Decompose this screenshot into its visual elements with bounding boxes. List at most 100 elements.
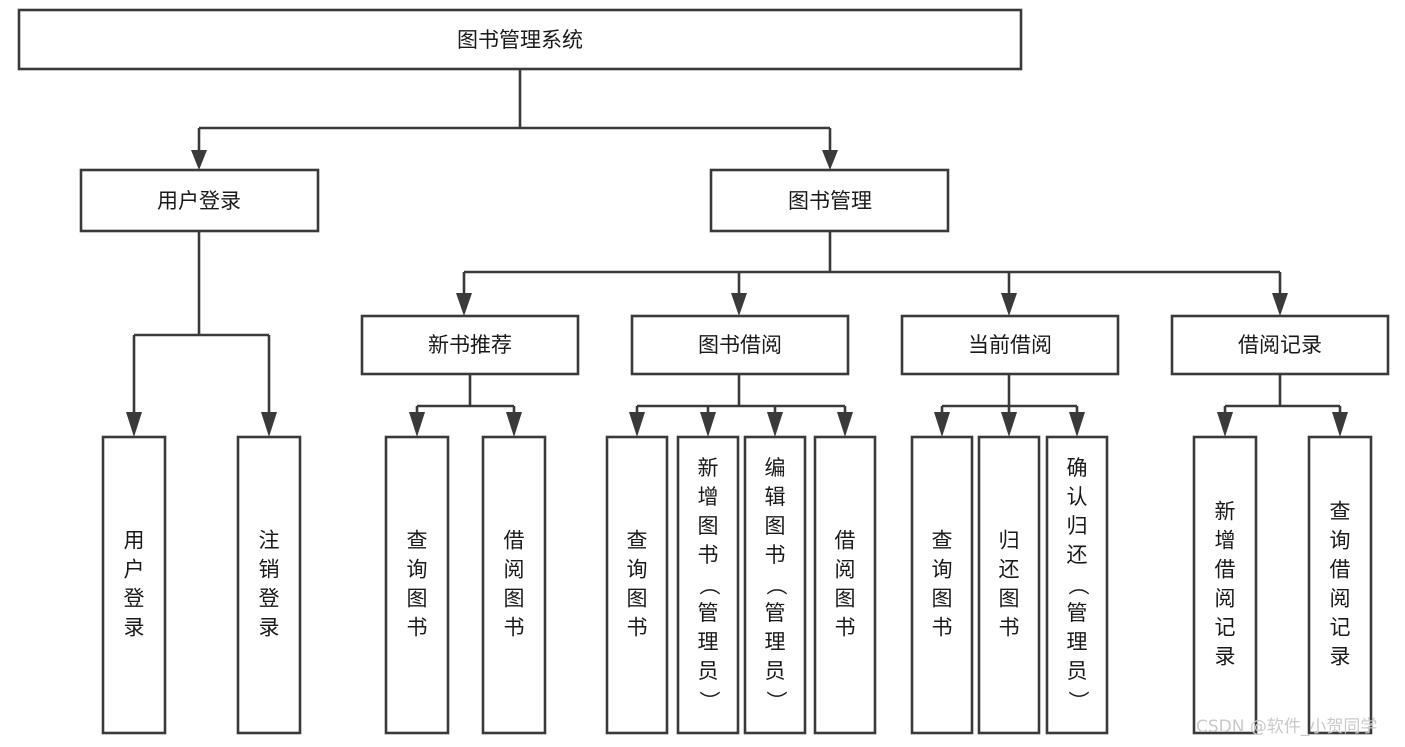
node-leaf-add-record-box[interactable] (1192, 435, 1258, 735)
vertical-glyph: 查 (1330, 500, 1351, 524)
vertical-glyph: 编 (765, 456, 786, 480)
vertical-glyph: 阅 (1330, 587, 1351, 611)
node-borrow-record[interactable]: 借阅记录 (1170, 314, 1390, 376)
vertical-glyph: 阅 (835, 558, 856, 582)
vertical-glyph: 书 (999, 616, 1020, 640)
arrow-head-book-borrow (731, 293, 747, 316)
arrow-head-leaf-user-login (126, 412, 142, 437)
vertical-glyph: 书 (765, 543, 786, 567)
arrow-head-leaf-query-book-1 (409, 412, 425, 437)
vertical-glyph: 归 (1067, 514, 1088, 538)
node-leaf-return-book-box[interactable] (977, 435, 1041, 735)
node-current-borrow-box[interactable] (900, 314, 1120, 376)
vertical-glyph: （ (697, 575, 721, 596)
node-root-label: 图书管理系统 (457, 28, 583, 52)
vertical-glyph: 录 (259, 616, 280, 640)
node-leaf-edit-book-box[interactable] (743, 435, 807, 735)
node-leaf-query-book-2-box[interactable] (605, 435, 669, 735)
node-leaf-query-book-1-box[interactable] (384, 435, 450, 735)
node-new-book-rec-label: 新书推荐 (428, 333, 512, 357)
node-leaf-borrow-book-1-box[interactable] (481, 435, 547, 735)
vertical-glyph: 管 (1067, 601, 1088, 625)
arrow-head-leaf-query-book-3 (934, 412, 950, 437)
arrow-head-leaf-return-book (1001, 412, 1017, 437)
vertical-glyph: 还 (1067, 543, 1088, 567)
node-leaf-query-book-3-box[interactable] (910, 435, 974, 735)
node-leaf-add-book-box[interactable] (676, 435, 740, 735)
vertical-glyph: 销 (259, 558, 280, 582)
node-current-borrow[interactable]: 当前借阅 (900, 314, 1120, 376)
node-new-book-rec[interactable]: 新书推荐 (360, 314, 580, 376)
node-leaf-user-login-label: 用户登录 (124, 529, 145, 640)
vertical-glyph: 确 (1067, 456, 1088, 480)
node-leaf-user-login[interactable]: 用户登录 (101, 435, 167, 735)
vertical-glyph: 新 (1215, 500, 1236, 524)
node-book-borrow-label: 图书借阅 (698, 333, 782, 357)
node-leaf-borrow-book-2-box[interactable] (813, 435, 877, 735)
node-leaf-user-logout-box[interactable] (236, 435, 302, 735)
arrow-head-leaf-add-book (700, 412, 716, 437)
vertical-glyph: 登 (124, 587, 145, 611)
node-book-manage[interactable]: 图书管理 (709, 168, 950, 233)
node-user-login-box[interactable] (79, 168, 320, 233)
vertical-glyph: 用 (124, 529, 145, 553)
vertical-glyph: 登 (259, 587, 280, 611)
vertical-glyph: 员 (698, 659, 719, 683)
node-user-login[interactable]: 用户登录 (79, 168, 320, 233)
vertical-glyph: 理 (1067, 630, 1088, 654)
vertical-glyph: （ (764, 575, 788, 596)
node-book-manage-box[interactable] (709, 168, 950, 233)
node-leaf-user-login-box[interactable] (101, 435, 167, 735)
vertical-glyph: 书 (698, 543, 719, 567)
node-leaf-query-record-box[interactable] (1307, 435, 1373, 735)
vertical-glyph: 管 (698, 601, 719, 625)
vertical-glyph: 录 (124, 616, 145, 640)
vertical-glyph: 询 (407, 558, 428, 582)
node-borrow-record-box[interactable] (1170, 314, 1390, 376)
vertical-glyph: 还 (999, 558, 1020, 582)
vertical-glyph: 增 (698, 485, 719, 509)
arrow-head-leaf-user-logout (261, 412, 277, 437)
vertical-glyph: 图 (765, 514, 786, 538)
node-root-box[interactable] (17, 8, 1023, 71)
vertical-glyph: 询 (627, 558, 648, 582)
vertical-glyph: ） (764, 691, 788, 712)
vertical-glyph: 书 (932, 616, 953, 640)
arrow-head-current-borrow (1001, 293, 1017, 316)
vertical-glyph: 记 (1215, 616, 1236, 640)
node-current-borrow-label: 当前借阅 (968, 333, 1052, 357)
vertical-glyph: 图 (504, 587, 525, 611)
vertical-glyph: 图 (932, 587, 953, 611)
node-new-book-rec-box[interactable] (360, 314, 580, 376)
vertical-glyph: 理 (765, 630, 786, 654)
arrow-head-leaf-add-record (1217, 412, 1233, 437)
arrow-head-user-login (191, 150, 207, 170)
vertical-glyph: 员 (1067, 659, 1088, 683)
arrow-head-leaf-edit-book (767, 412, 783, 437)
node-leaf-confirm-return-box[interactable] (1045, 435, 1109, 735)
arrow-head-borrow-record (1272, 293, 1288, 316)
node-book-borrow[interactable]: 图书借阅 (630, 314, 850, 376)
node-book-borrow-box[interactable] (630, 314, 850, 376)
node-root[interactable]: 图书管理系统 (17, 8, 1023, 71)
vertical-glyph: 借 (504, 529, 525, 553)
vertical-glyph: 图 (627, 587, 648, 611)
